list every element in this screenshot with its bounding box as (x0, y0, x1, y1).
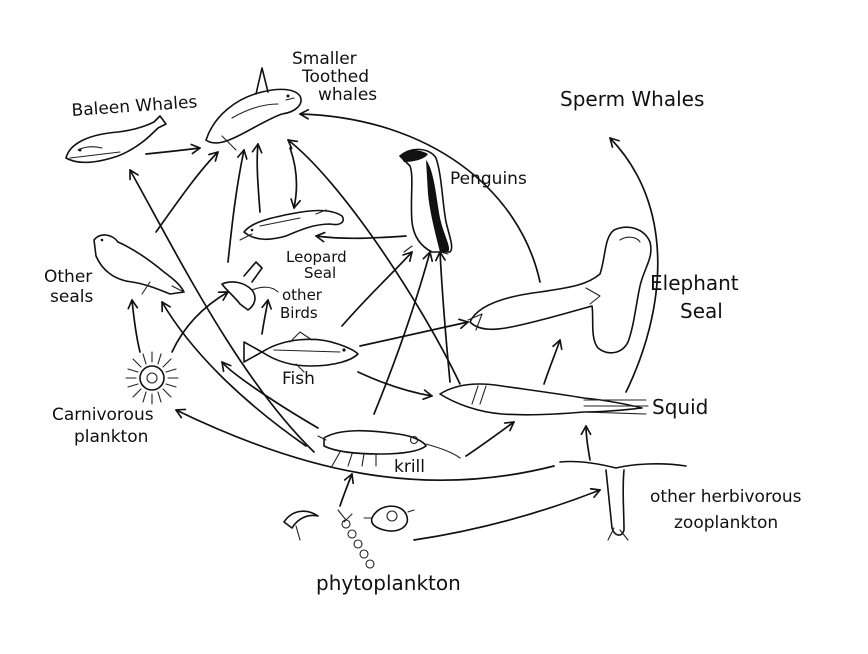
arrow-birds-to-toothed (227, 149, 248, 263)
krill-sketch (317, 429, 461, 467)
label-elephant-seal-1: Elephant (650, 271, 739, 295)
label-krill: krill (394, 457, 425, 477)
diagram-labels: Baleen Whales Smaller Toothed whales Spe… (44, 49, 802, 595)
plankton-spines (125, 351, 179, 405)
label-carnivorous-1: Carnivorous (52, 405, 154, 425)
other-seals-sketch (93, 234, 185, 295)
label-carnivorous-2: plankton (74, 427, 148, 447)
label-other-birds-1: other (282, 286, 323, 304)
label-sperm-whales: Sperm Whales (560, 87, 704, 111)
arrow-baleen-to-toothed (145, 143, 201, 155)
squid-sketch (439, 383, 649, 416)
arrow-plankton-to-birds (171, 291, 229, 353)
arrow-plankton-to-seals (127, 299, 141, 353)
label-smaller-toothed-2: Toothed (301, 67, 369, 87)
feeding-arrows (127, 108, 659, 541)
radiolarian (363, 505, 415, 532)
arrow-elephant-to-toothed (299, 108, 541, 283)
arrow-krill-to-seals (161, 301, 307, 447)
arrow-fish-to-squid (357, 371, 433, 400)
arrow-fish-to-seals (221, 361, 319, 429)
arrow-squid-to-penguin (435, 251, 451, 383)
phytoplankton-sketch (283, 505, 415, 569)
label-herbivorous-1: other herbivorous (650, 487, 802, 507)
penguin-sketch (399, 148, 453, 255)
label-squid: Squid (652, 395, 708, 419)
arrow-zooplankton-to-squid (580, 425, 592, 461)
arrow-krill-to-squid (465, 421, 515, 457)
arrow-phyto-to-zooplankton (413, 487, 601, 541)
arrow-squid-to-toothed (287, 139, 461, 385)
arrow-fish-to-penguin (341, 251, 413, 327)
arrow-krill-to-baleen (129, 169, 315, 453)
label-smaller-toothed-3: whales (318, 85, 377, 105)
label-phytoplankton: phytoplankton (316, 571, 461, 595)
diatom-chain (337, 509, 375, 569)
label-other-seals-1: Other (44, 267, 92, 287)
arrow-krill-to-penguin (373, 251, 434, 415)
arrow-phyto-to-krill (339, 473, 355, 507)
arrow-squid-to-elephant (543, 339, 563, 385)
arrow-fish-to-elephant (359, 318, 469, 347)
label-leopard-seal-2: Seal (304, 264, 336, 282)
label-baleen-whales: Baleen Whales (71, 92, 198, 121)
label-leopard-seal-1: Leopard (286, 248, 347, 266)
leopard-seal-sketch (239, 209, 345, 241)
arrow-fish-to-birds (261, 299, 272, 335)
label-penguins: Penguins (450, 169, 527, 189)
label-elephant-seal-2: Seal (680, 299, 723, 323)
arrow-zooplankton-to-carnivorous (175, 408, 555, 482)
label-smaller-toothed-1: Smaller (292, 49, 357, 69)
other-birds-sketch (221, 261, 279, 311)
arrow-fish-to-toothed (289, 147, 301, 209)
fish-sketch (243, 331, 359, 373)
label-herbivorous-2: zooplankton (674, 513, 778, 533)
arrow-penguin-to-leopard (315, 231, 407, 243)
arrow-leopard-to-toothed (251, 143, 263, 213)
label-fish: Fish (282, 369, 315, 389)
arrow-squid-to-sperm (609, 137, 659, 393)
carnivorous-plankton-sketch (125, 351, 179, 405)
arrow-seal-to-toothed (155, 151, 219, 233)
label-other-birds-2: Birds (280, 304, 318, 322)
herbivorous-zooplankton-sketch (559, 460, 687, 541)
label-other-seals-2: seals (50, 287, 93, 307)
toothed-whale-sketch (205, 67, 302, 151)
baleen-whale-sketch (65, 115, 167, 164)
elephant-seal-sketch (467, 226, 652, 354)
